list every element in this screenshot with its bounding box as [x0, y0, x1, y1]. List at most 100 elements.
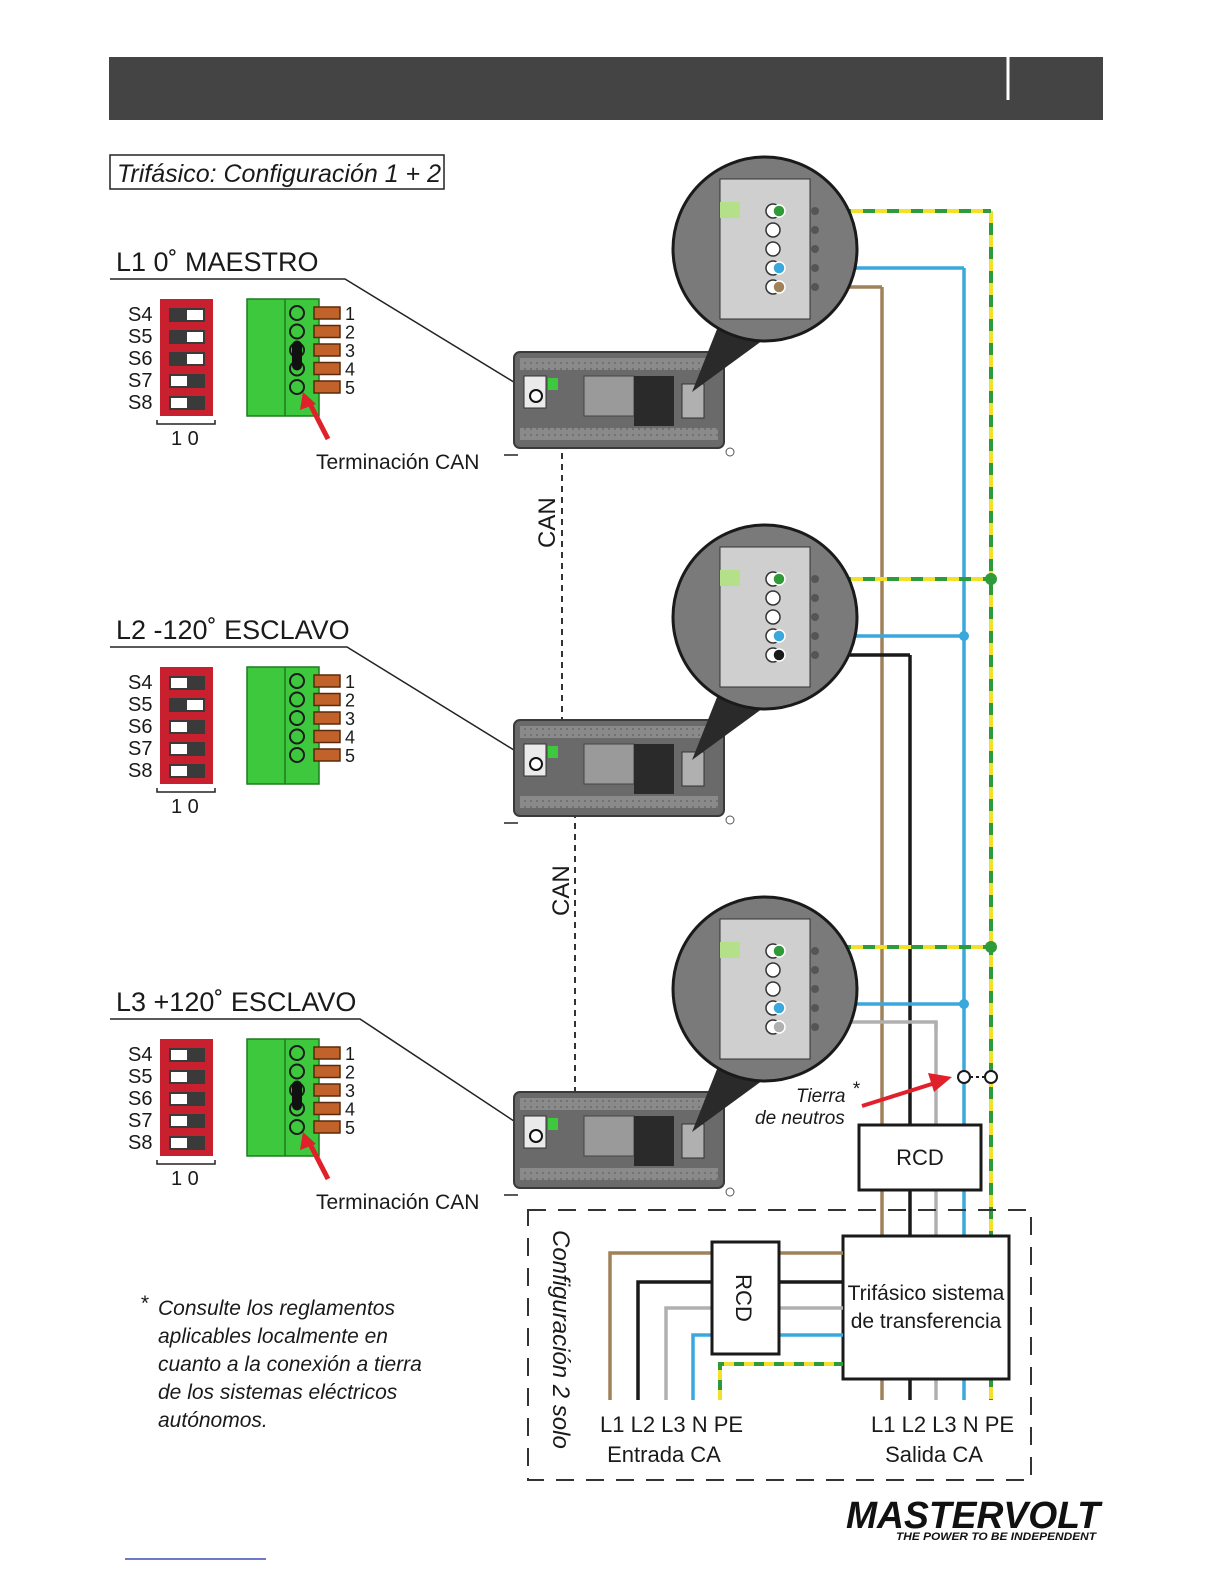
unit-leader-line [110, 278, 536, 396]
can-connector-pin [313, 1046, 341, 1060]
zoom-hole [811, 245, 819, 253]
can-connector-number: 3 [345, 341, 355, 361]
transfer-system-label-2: de transferencia [851, 1310, 1002, 1333]
can-connector-number: 3 [345, 709, 355, 729]
n-junction-2 [959, 631, 969, 641]
inverter-mount-hole [725, 1187, 735, 1197]
section-title: Trifásico: Configuración 1 + 2 [117, 160, 441, 188]
can-connector-number: 5 [345, 378, 355, 398]
input-terminals: L1 L2 L3 N PE [600, 1412, 743, 1437]
pe-terminal-dot [772, 572, 786, 586]
footnote-asterisk: * [140, 1292, 149, 1315]
can-connector-screw [289, 1063, 305, 1080]
input-label: Entrada CA [607, 1442, 721, 1467]
zoom-hole [811, 1004, 819, 1012]
termination-label: Terminación CAN [316, 1191, 479, 1214]
inverter-vent-top [520, 358, 718, 370]
can-connector-pin [313, 748, 341, 762]
neutral-ground-label-1: Tierra [796, 1086, 845, 1107]
can-connector-pin [313, 1101, 341, 1116]
zoom-hole [811, 207, 819, 215]
input-wire-l3 [664, 1306, 843, 1400]
unit-heading: L1 0˚ MAESTRO [116, 247, 319, 277]
can-connector-pin [313, 1120, 341, 1134]
neutral-ground-terminal-n [957, 1070, 971, 1084]
dip-switch-label: S7 [128, 370, 152, 392]
pe-junction-2 [985, 573, 997, 585]
pe-terminal-dot [772, 204, 786, 218]
n-terminal-dot [772, 261, 786, 275]
zoom-terminal-block [719, 546, 811, 688]
can-connector-pin [313, 692, 341, 707]
termination-arrowhead [300, 392, 316, 410]
dip-switch-label: S6 [128, 716, 152, 738]
dip-switch-label: S6 [128, 348, 152, 370]
zoom-hole [811, 594, 819, 602]
inverter-leader-dot [529, 1129, 543, 1143]
can-connector-screw [289, 710, 305, 726]
inverter-ac-terminal [681, 383, 705, 419]
transfer-system-box [841, 1234, 1011, 1381]
phase-terminal-dot [772, 280, 786, 294]
inverter-can-connector [548, 746, 558, 758]
zoom-terminal-block [719, 918, 811, 1060]
neutral-ground-terminal-pe [984, 1070, 998, 1084]
zoom-hole [811, 947, 819, 955]
can-termination-jumper [292, 1080, 302, 1111]
inverter-can-connector [548, 378, 558, 390]
termination-arrow [306, 400, 331, 441]
zoom-pe-terminal [720, 570, 740, 586]
dip-scale-bracket [156, 420, 216, 425]
n-junction-3 [959, 999, 969, 1009]
can-connector-pin [313, 729, 341, 744]
dip-switch-label: S5 [128, 1066, 152, 1088]
zoom-hole [811, 966, 819, 974]
dip-switch-knob [187, 354, 203, 364]
zoom-hole [811, 613, 819, 621]
zoom-hole [811, 575, 819, 583]
brand-name: MASTERVOLT [846, 1495, 1103, 1537]
zoom-screw [765, 962, 781, 978]
zoom-screw [765, 590, 781, 606]
inverter-mount-hole [725, 815, 735, 825]
can-connector-pin [313, 380, 341, 394]
dip-switch-label: S5 [128, 326, 152, 348]
inverter-mount-hole [725, 447, 735, 457]
footnote-line-1: Consulte los reglamentos [158, 1297, 395, 1320]
dip-scale-label: 1 0 [171, 428, 199, 450]
inverter-panel [583, 1115, 635, 1157]
dip-scale-label: 1 0 [171, 796, 199, 818]
inverter-leader-dot [529, 389, 543, 403]
dip-switch-label: S4 [128, 672, 152, 694]
pe-terminal-dot [772, 944, 786, 958]
can-connector-pin [313, 361, 341, 376]
footnote: * Consulte los reglamentos aplicables lo… [140, 1292, 422, 1432]
can-connector-number: 1 [345, 1044, 355, 1064]
can-connector-number: 4 [345, 728, 355, 748]
can-connector-number: 4 [345, 360, 355, 380]
zoom-hole [811, 226, 819, 234]
dip-scale-bracket [156, 1160, 216, 1165]
can-connector-number: 3 [345, 1081, 355, 1101]
dip-switch-label: S7 [128, 1110, 152, 1132]
footnote-line-5: autónomos. [158, 1409, 268, 1432]
can-connector-screw [289, 747, 305, 763]
can-connector-pin [313, 306, 341, 320]
n-terminal-dot [772, 1001, 786, 1015]
dip-switch-knob [171, 1050, 187, 1060]
input-wire-pe-yellow [718, 1362, 843, 1400]
can-connector-number: 1 [345, 672, 355, 692]
can-connector-screw [289, 673, 305, 689]
zoom-hole [811, 1023, 819, 1031]
output-terminals: L1 L2 L3 N PE [871, 1412, 1014, 1437]
input-wire-pe [718, 1362, 843, 1400]
dip-switch-knob [187, 332, 203, 342]
can-connector-screw [289, 1119, 305, 1135]
inverter-terminal-block [634, 1116, 674, 1166]
rcd-box-lower [710, 1240, 781, 1356]
can-connector-screw [289, 728, 305, 745]
can-connector-screw [289, 691, 305, 708]
dip-switch-label: S6 [128, 1088, 152, 1110]
